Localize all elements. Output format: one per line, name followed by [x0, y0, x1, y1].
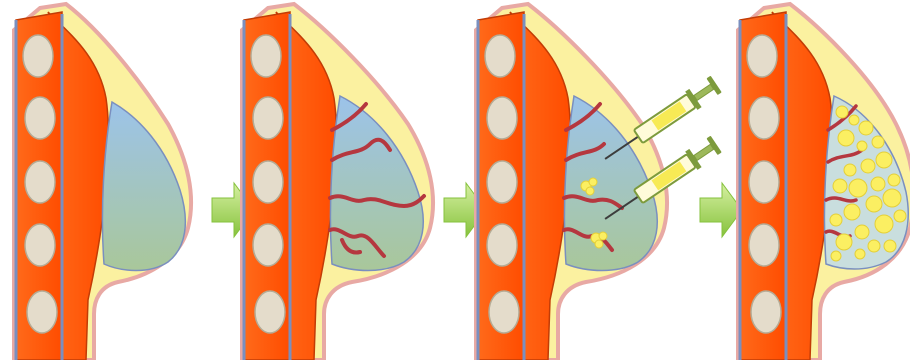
right-arrow-icon: [700, 183, 742, 237]
panel-1-expander: [102, 102, 185, 271]
panel-3: [476, 4, 722, 360]
panel-2: [242, 4, 433, 360]
panel-4: [738, 4, 910, 360]
panel-1: [14, 4, 191, 360]
